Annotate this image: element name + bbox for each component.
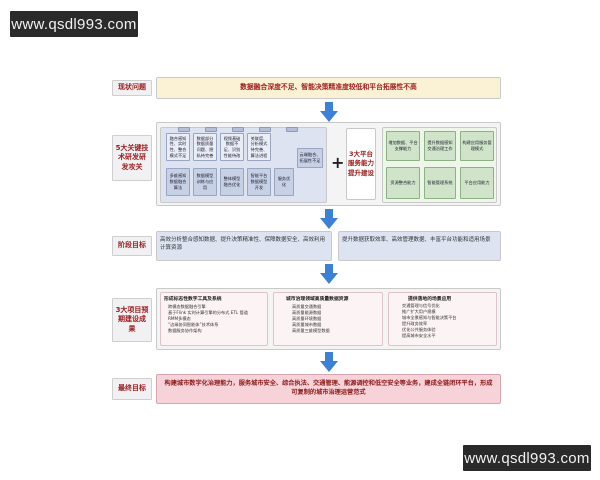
results-col1-items: 跨模态数据融合引擎 基于Flink 实时计算引擎的分布式 ETL 管道 RMM多… xyxy=(168,304,264,334)
results-col3-items: 交通管理与信号优化 推广扩大用户规模 城市全景感知与智能决策平台 提升政务效率 … xyxy=(402,303,494,340)
tech-chip-5: 云端融合、拓展性不足 xyxy=(297,148,323,168)
tech-chip-2: 数据部分数据质量问题、隐私待完善 xyxy=(193,133,217,161)
results-col3-item: 交通管理与信号优化 xyxy=(402,303,440,308)
results-col2-items: 高质量交通数据 高质量能源数据 高质量环境数据 高质量城市数据 高质量三维模型数… xyxy=(292,304,378,334)
results-col3-item: 推广扩大用户规模 xyxy=(402,309,436,315)
results-col3 xyxy=(388,292,497,346)
final-text: 构建城市数字化治理能力，服务城市安全、综合执法、交通管理、能源调控和低空安全等业… xyxy=(164,380,493,396)
tech-chip-7: 数据模型训练与应用 xyxy=(193,168,217,196)
results-col2-item: 高质量能源数据 xyxy=(292,310,322,316)
goal-left-text: 高效分析整合感知数据、提升决策精准性、保障数据安全、高效利用计算资源 xyxy=(160,237,326,252)
results-col2-item: 高质量交通数据 xyxy=(292,304,322,309)
arrow-down-3 xyxy=(320,264,338,284)
results-col3-item: 提高城市安全水平 xyxy=(402,333,436,339)
tab-chip-1 xyxy=(178,127,190,132)
results-col1-item: 跨模态数据融合引擎 xyxy=(168,304,206,309)
tab-chip-2 xyxy=(205,127,217,132)
results-col2-item: 高质量三维模型数据 xyxy=(292,328,330,334)
label-results: 3大项目预期建设成果 xyxy=(112,298,152,342)
tech-chip-1: 融合感知性、实时性、整合模式不足 xyxy=(166,133,190,161)
platform-chip-2: 提升数据感知交通治理工作 xyxy=(424,131,456,161)
results-col3-item: 城市全景感知与智能决策平台 xyxy=(402,315,457,321)
tab-chip-5 xyxy=(286,127,298,132)
arrow-down-2 xyxy=(320,209,338,229)
status-text: 数据融合深度不足、智能决策精准度较低和平台拓展性不高 xyxy=(240,83,417,92)
tech-chip-9: 智能平台数据模型开发 xyxy=(247,168,271,196)
platform-chip-3: 构建应用服务管理模式 xyxy=(460,131,494,161)
results-col1-item: “边缘协同智能体”技术体系 xyxy=(168,322,219,328)
platform-chip-1: 增加数据、平台支撑能力 xyxy=(386,131,420,161)
tech-chip-8: 整体模型融合优化 xyxy=(220,168,244,196)
label-tech: 5大关键技术研发研发攻关 xyxy=(112,135,152,181)
results-col3-item: 提升政务效率 xyxy=(402,321,428,327)
tech-chip-3: 视频基础数据不足、识别性能待改 xyxy=(220,133,244,161)
watermark-bottom: www.qsdl993.com xyxy=(463,445,591,471)
results-col1-item: RMM多模态 xyxy=(168,316,191,322)
platform-chip-4: 资源整合能力 xyxy=(386,167,420,199)
tech-chip-10: 服务优化 xyxy=(274,168,294,196)
watermark-top: www.qsdl993.com xyxy=(10,11,138,37)
platform-label: 3大平台服务能力提升建设 xyxy=(348,150,374,177)
results-col2-title: 城市治理领域高质量数据资源 xyxy=(286,297,349,302)
tab-chip-3 xyxy=(232,127,244,132)
results-col1 xyxy=(160,292,268,346)
status-panel xyxy=(156,77,501,99)
results-col1-title: 形成标志性数字工具及系统 xyxy=(164,297,222,302)
goal-right-panel xyxy=(338,231,501,261)
goal-right-text: 提升数据获取效率、高效管理数据、丰富平台功能和适用场景 xyxy=(342,237,491,243)
tech-chip-4: 关联度、分析模式待完善、算法进程 xyxy=(247,133,271,161)
results-col3-title: 提供落地的场景应用 xyxy=(408,297,452,302)
platform-chip-6: 平台应用能力 xyxy=(460,167,494,199)
final-panel xyxy=(156,374,501,404)
arrow-down-1 xyxy=(320,102,338,122)
results-col2 xyxy=(273,292,383,346)
results-col3-item: 优化公共服务体验 xyxy=(402,327,436,333)
goal-left-panel xyxy=(156,231,332,261)
results-col1-item: 数据服务协作架构 xyxy=(168,328,202,334)
platform-chip-5: 智能管理系统 xyxy=(424,167,456,199)
results-col2-item: 高质量环境数据 xyxy=(292,316,322,322)
tab-chip-4 xyxy=(259,127,271,132)
arrow-down-4 xyxy=(320,352,338,372)
platform-label-box xyxy=(346,128,376,200)
label-goal: 阶段目标 xyxy=(112,236,152,256)
plus-sign: + xyxy=(331,153,345,172)
results-col2-item: 高质量城市数据 xyxy=(292,322,322,328)
label-final: 最终目标 xyxy=(112,378,152,400)
label-status: 现状问题 xyxy=(112,80,152,96)
results-col1-item: 基于Flink 实时计算引擎的分布式 ETL 管道 xyxy=(168,310,248,316)
tech-chip-6: 多维感知数据融合算法 xyxy=(166,168,190,196)
